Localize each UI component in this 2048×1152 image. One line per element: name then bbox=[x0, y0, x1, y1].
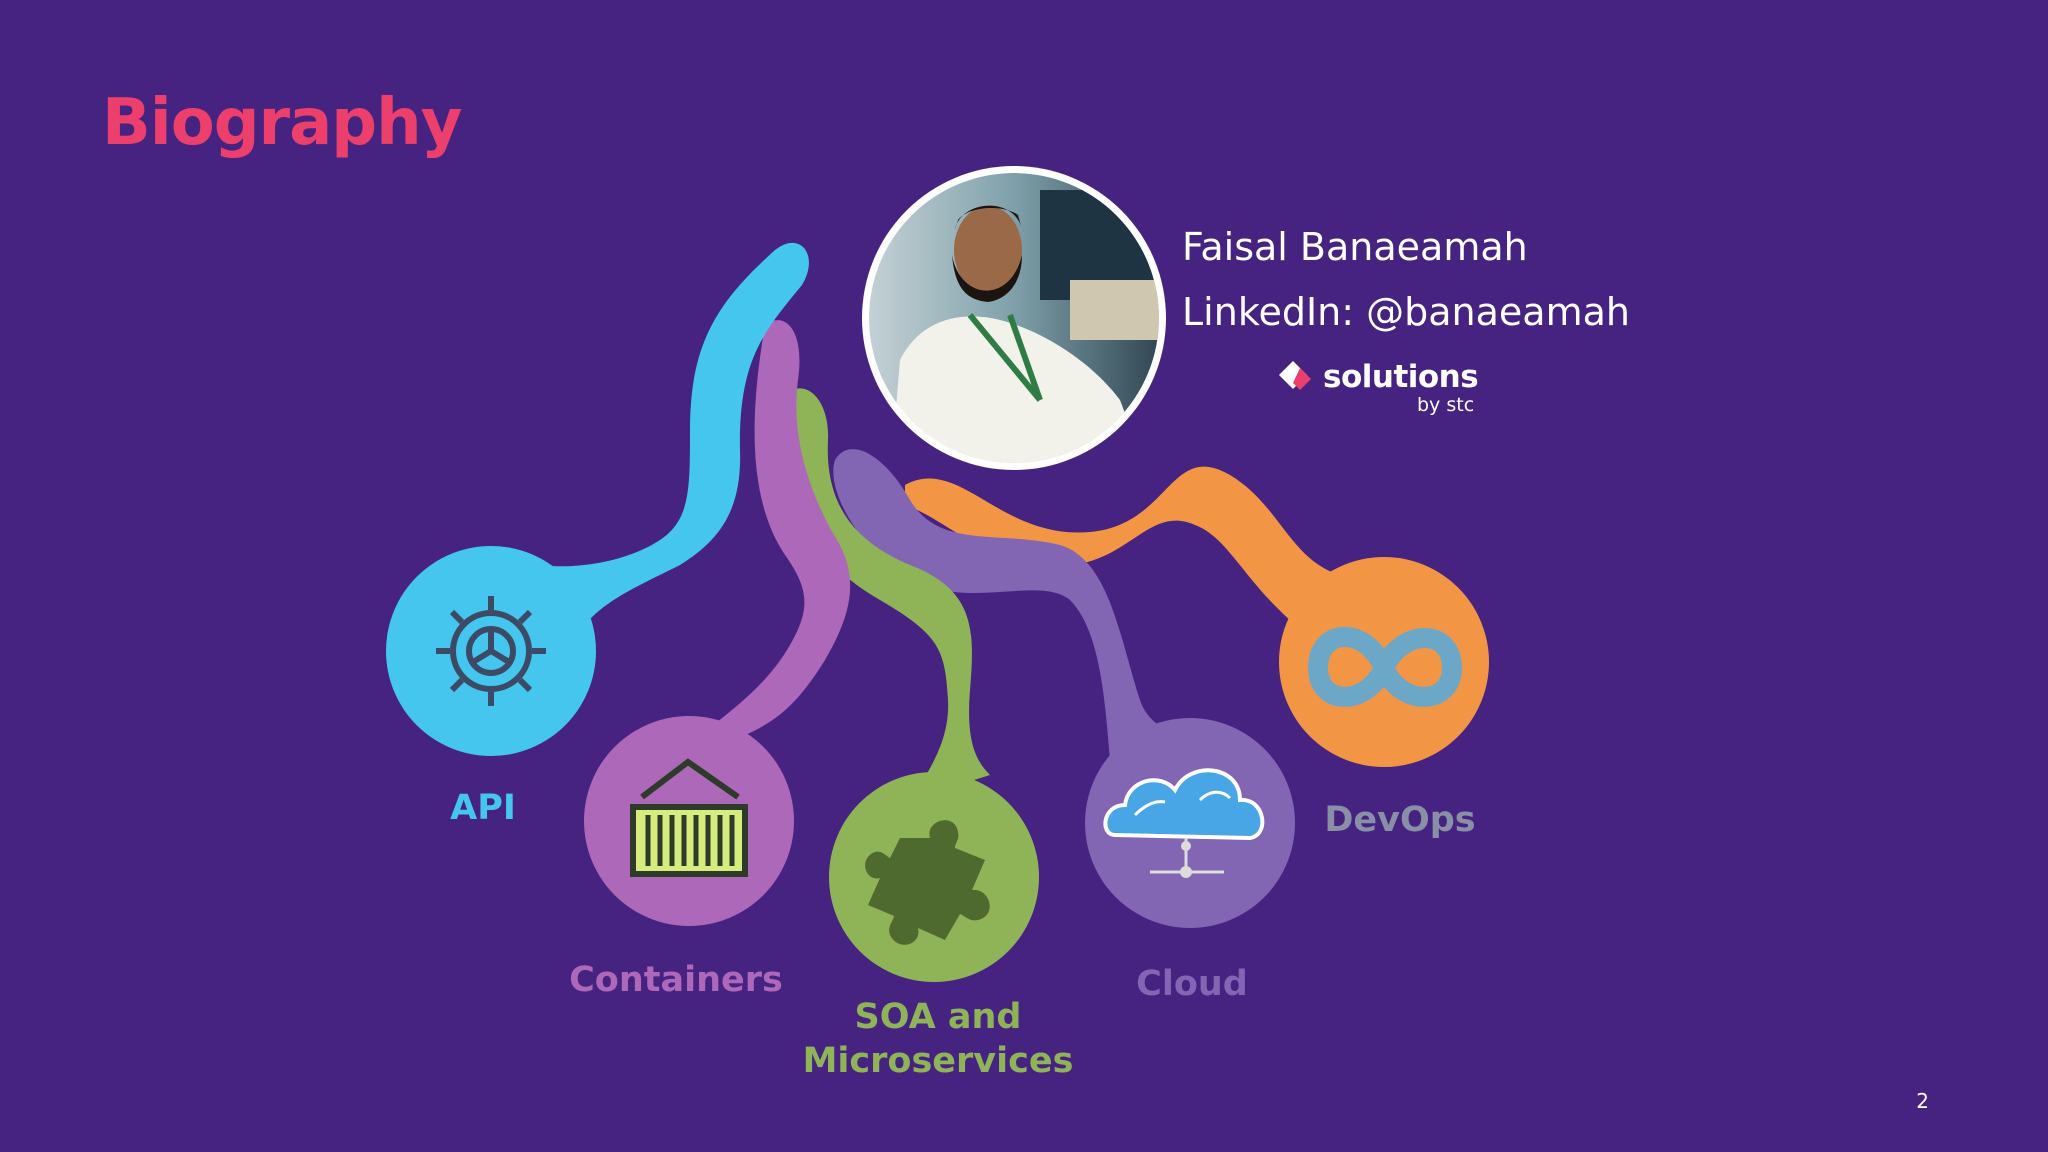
gear-icon bbox=[436, 596, 546, 706]
company-logo-word: solutions bbox=[1323, 359, 1479, 395]
puzzle-piece-icon bbox=[865, 820, 990, 945]
page-number: 2 bbox=[1916, 1089, 1929, 1113]
soa-label-line1: SOA and bbox=[854, 997, 1022, 1037]
api-stream bbox=[540, 242, 809, 625]
soa-stream bbox=[784, 388, 990, 800]
api-label: API bbox=[450, 788, 516, 828]
devops-stream bbox=[905, 466, 1340, 650]
company-logo-icon bbox=[1279, 361, 1311, 390]
containers-label: Containers bbox=[569, 960, 783, 1000]
company-logo-sub: by stc bbox=[1417, 394, 1475, 416]
slide-title: Biography bbox=[102, 86, 462, 160]
cloud-stream bbox=[833, 449, 1195, 760]
cloud-network-icon bbox=[1103, 768, 1265, 878]
infinity-loop-icon bbox=[1307, 626, 1463, 707]
devops-label: DevOps bbox=[1324, 800, 1476, 840]
soa-label-line2: Microservices bbox=[802, 1041, 1074, 1081]
presenter-name: Faisal Banaeamah bbox=[1182, 225, 1528, 269]
shipping-container-icon bbox=[630, 758, 748, 877]
cloud-label: Cloud bbox=[1136, 964, 1248, 1004]
containers-stream bbox=[700, 320, 851, 735]
linkedin-handle: LinkedIn: @banaeamah bbox=[1182, 290, 1630, 334]
profile-photo bbox=[869, 173, 1159, 463]
